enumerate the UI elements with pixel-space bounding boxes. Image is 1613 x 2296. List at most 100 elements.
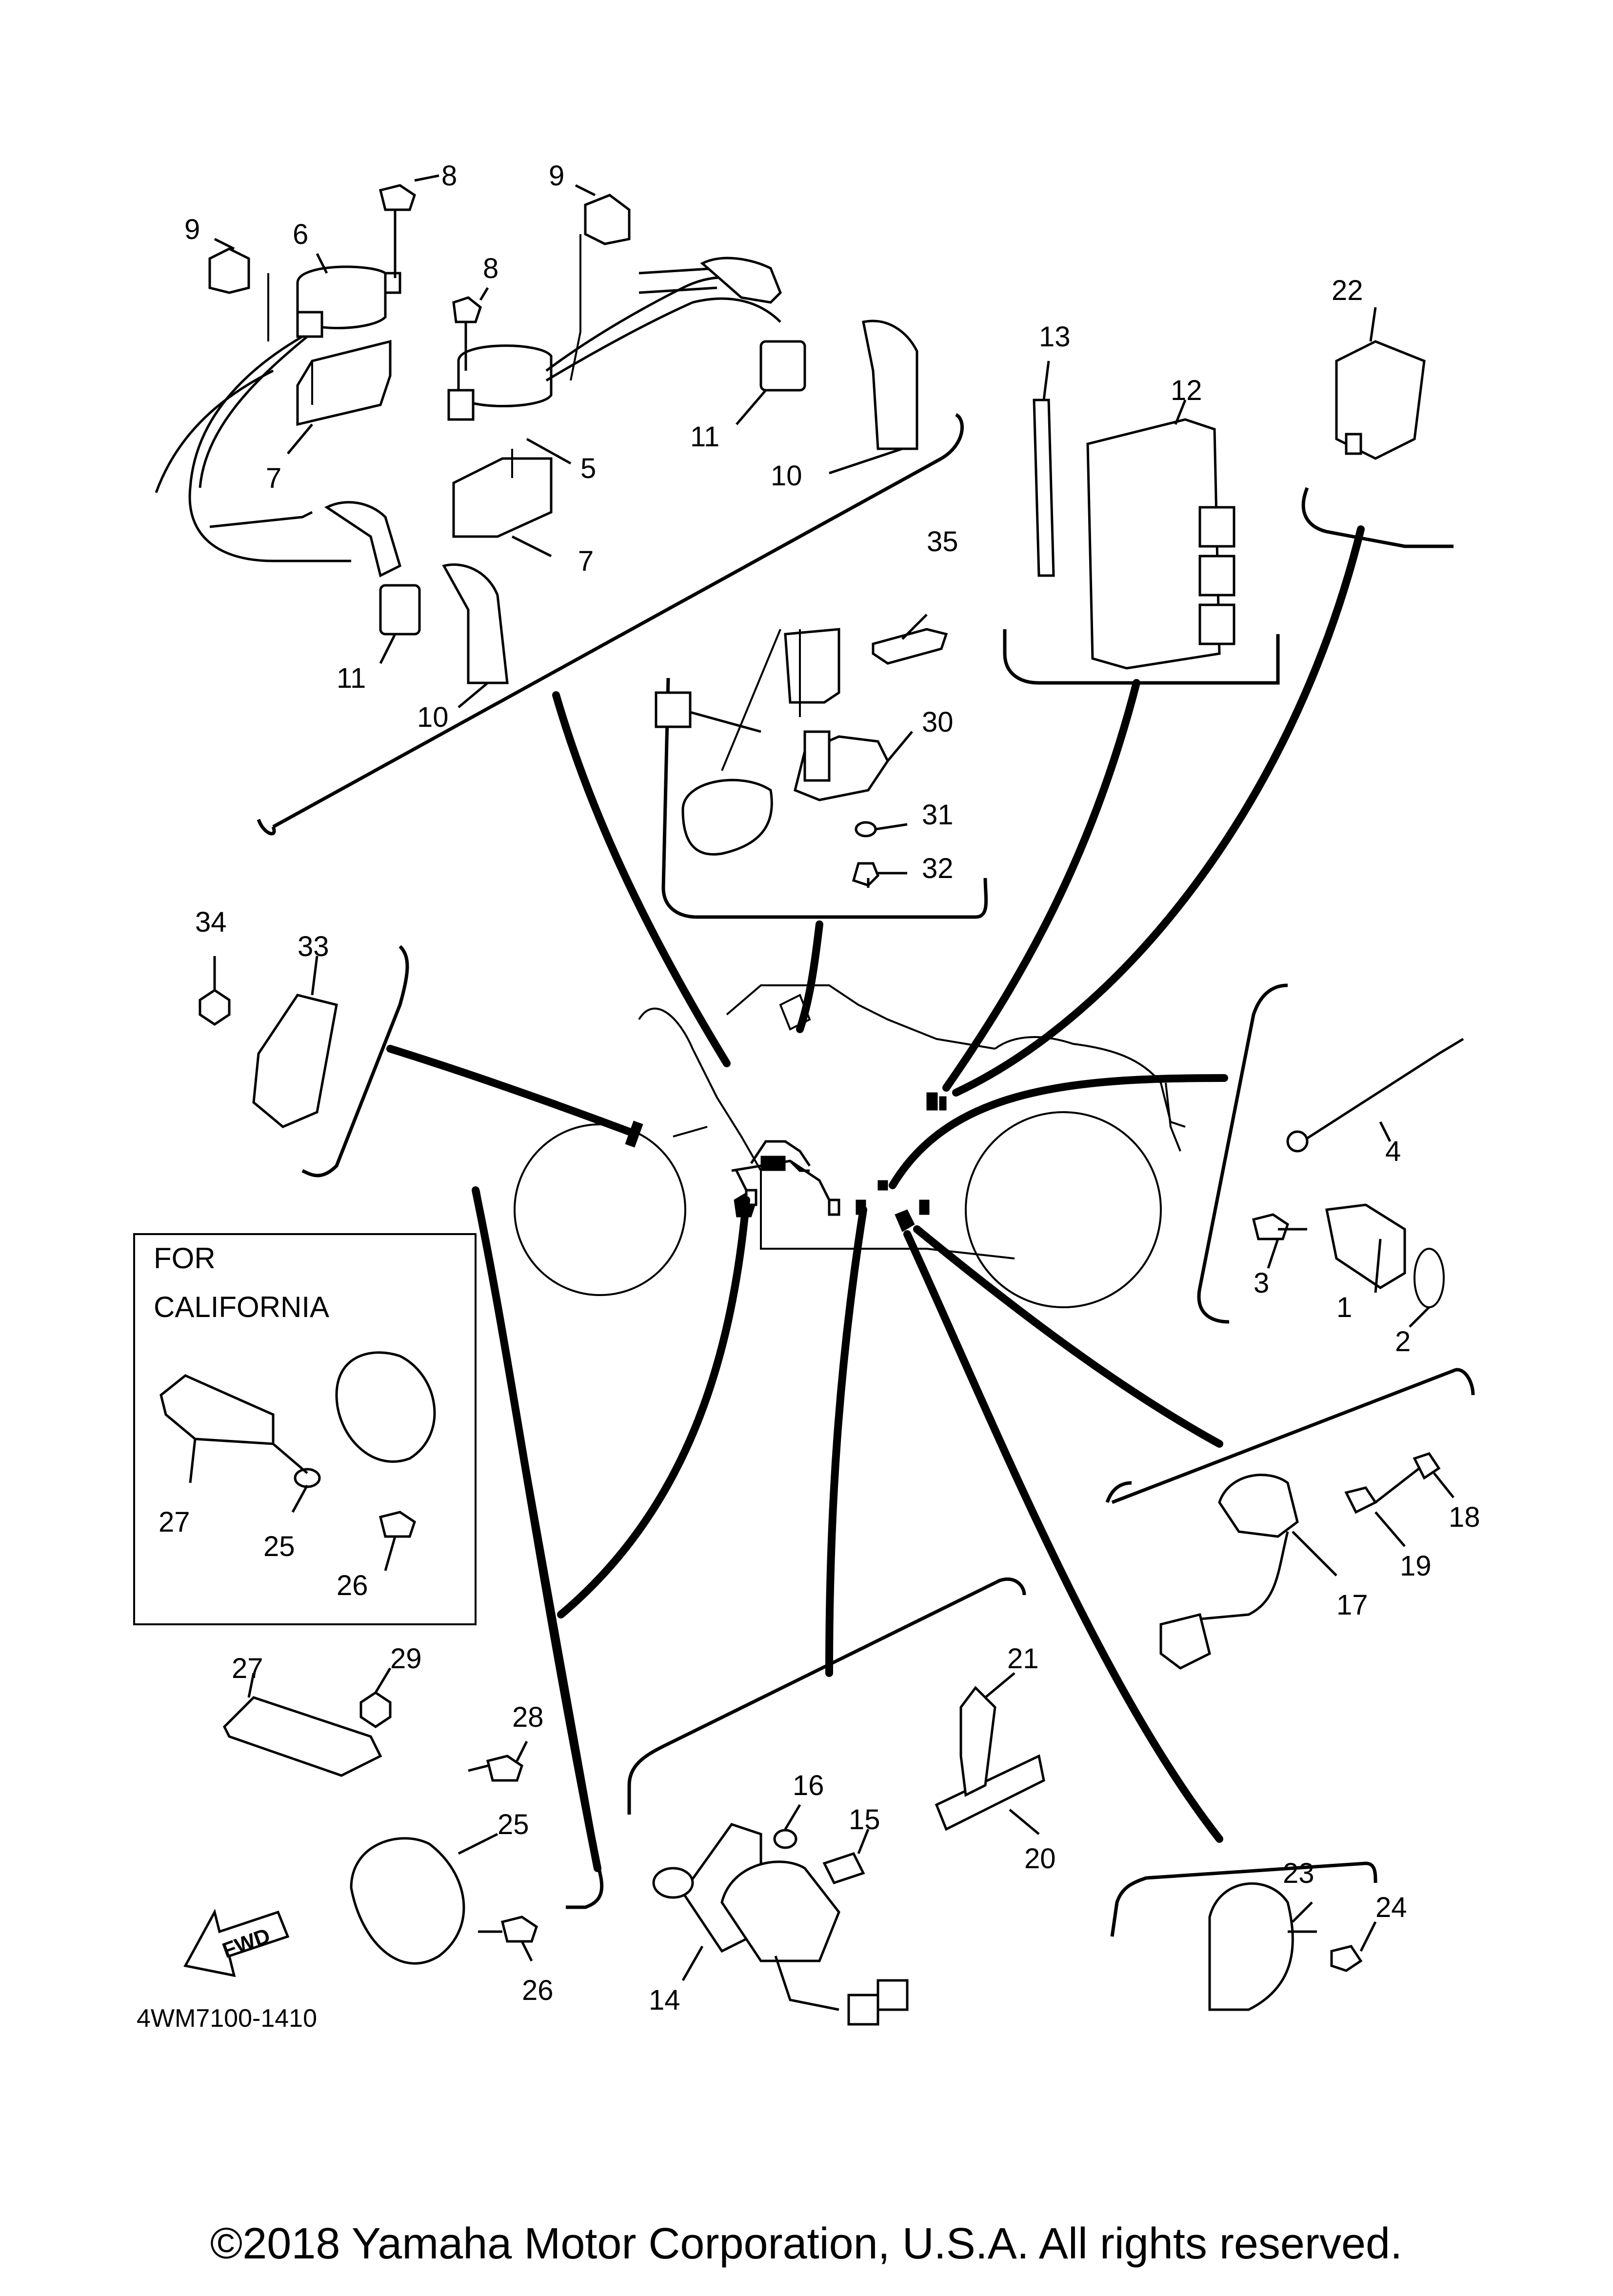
callout-26-california: 26: [337, 1570, 368, 1601]
fuel-sender-panel-outline: [661, 678, 988, 919]
starter-relay-14: [720, 1860, 840, 1962]
clamp-19: [1344, 1486, 1377, 1514]
panel-outlines: [133, 413, 1475, 1937]
bracket-27-california: [159, 1374, 275, 1445]
callout-24: 24: [1375, 1892, 1407, 1923]
callout-7-right: 7: [578, 545, 594, 577]
reflector-panel-outline: [301, 945, 409, 1178]
speed-sensor-panel-outline: [1111, 1368, 1475, 1504]
motorcycle-silhouette: [514, 984, 1186, 1308]
sensor-group: [1252, 1038, 1464, 1328]
fuel-sender-group: [655, 614, 948, 888]
relay-panel-outline: [1301, 487, 1454, 548]
callout-32: 32: [922, 853, 954, 884]
horn-panel-outline: [1110, 1861, 1377, 1937]
california-box-line1: FOR: [154, 1242, 216, 1275]
callout-26: 26: [522, 1975, 554, 2006]
callout-20: 20: [1024, 1843, 1056, 1875]
relay-group: [1335, 307, 1426, 460]
fuel-float: [681, 779, 773, 856]
california-box: [133, 1233, 477, 1625]
bolt-26-california: [378, 1511, 416, 1538]
stud-20: [935, 1754, 1045, 1831]
callout-2: 2: [1395, 1326, 1411, 1358]
copyright-notice: ©2018 Yamaha Motor Corporation, U.S.A. A…: [210, 2219, 1402, 2268]
ecu-panel-outline: [1003, 629, 1280, 685]
ignition-coil-5: [457, 344, 553, 407]
callout-15: 15: [849, 1804, 880, 1836]
clip-21: [959, 1686, 996, 1797]
callout-22: 22: [1332, 275, 1363, 306]
fwd-arrow: [183, 1909, 290, 1977]
callout-16: 16: [793, 1770, 824, 1801]
clamp-9-right: [584, 194, 631, 245]
horn-25: [350, 1837, 465, 1965]
callout-11-bottom: 11: [337, 662, 366, 694]
callout-1: 1: [1336, 1292, 1352, 1323]
horn-23: [1208, 1882, 1294, 2011]
callout-25-california: 25: [263, 1531, 295, 1562]
diagram-code: 4WM7100-1410: [137, 2004, 317, 2033]
ecu-12: [1086, 418, 1221, 670]
callout-4: 4: [1385, 1136, 1401, 1167]
clamp-9-left: [208, 247, 250, 294]
callout-19: 19: [1400, 1550, 1432, 1582]
gasket-35: [872, 628, 948, 665]
callout-27: 27: [232, 1653, 263, 1684]
relay-22: [1335, 340, 1426, 460]
callout-35: 35: [927, 526, 958, 558]
ignition-coil-group: [155, 174, 918, 708]
horn-bracket-panel-outline: [476, 1190, 604, 1909]
o-ring-2: [1414, 1248, 1445, 1308]
callout-27-california: 27: [159, 1506, 190, 1538]
bolt-28: [486, 1755, 523, 1782]
nut-34: [199, 988, 231, 1026]
callout-8-top: 8: [441, 160, 457, 192]
starter-relay-group: [652, 1672, 1045, 2026]
callout-6: 6: [293, 219, 308, 250]
callout-28: 28: [512, 1701, 544, 1733]
callout-14: 14: [649, 1984, 680, 2016]
ecu-group: [1033, 360, 1235, 670]
sensor-1: [1325, 1203, 1406, 1289]
washer-16: [773, 1829, 797, 1849]
plug-cap-10-top: [862, 319, 918, 450]
horn-bracket-group: [222, 1667, 538, 1965]
ignition-panel-outline: [272, 413, 964, 829]
callout-9-right: 9: [549, 160, 564, 192]
callout-30: 30: [922, 706, 954, 738]
callout-10-top: 10: [771, 460, 802, 492]
callout-21: 21: [1007, 1643, 1039, 1675]
callout-13: 13: [1039, 321, 1071, 353]
callout-31: 31: [922, 799, 954, 831]
callout-5: 5: [580, 453, 596, 484]
callout-8-mid: 8: [483, 253, 498, 284]
callout-25: 25: [498, 1809, 529, 1840]
horn-25-california: [335, 1351, 436, 1463]
callout-18: 18: [1449, 1501, 1480, 1533]
sensor-panel-outline: [1197, 983, 1288, 1324]
callout-17: 17: [1336, 1589, 1368, 1621]
california-box-line2: CALIFORNIA: [154, 1291, 329, 1323]
starter-relay-panel-outline: [627, 1577, 1026, 1815]
plug-cap-10-bottom: [442, 563, 509, 684]
callout-7-left: 7: [266, 462, 281, 494]
bolt-18: [1413, 1452, 1441, 1480]
callout-34: 34: [195, 906, 227, 938]
california-horn-group: [159, 1351, 436, 1571]
bolt-26: [500, 1916, 538, 1943]
nut-29: [359, 1691, 392, 1729]
bolt-3: [1252, 1213, 1289, 1240]
reflector-33: [252, 994, 338, 1128]
callout-leader-lines: [386, 525, 1365, 1872]
callout-23: 23: [1283, 1857, 1314, 1889]
bracket-27: [222, 1696, 382, 1777]
band-13: [1033, 399, 1055, 577]
bolt-15: [822, 1852, 865, 1885]
horn-group: [1208, 1882, 1377, 2011]
callout-10-bottom: 10: [417, 701, 449, 733]
reflector-group: [199, 956, 338, 1128]
speed-sensor-17: [1218, 1474, 1299, 1538]
callout-3: 3: [1254, 1267, 1269, 1299]
